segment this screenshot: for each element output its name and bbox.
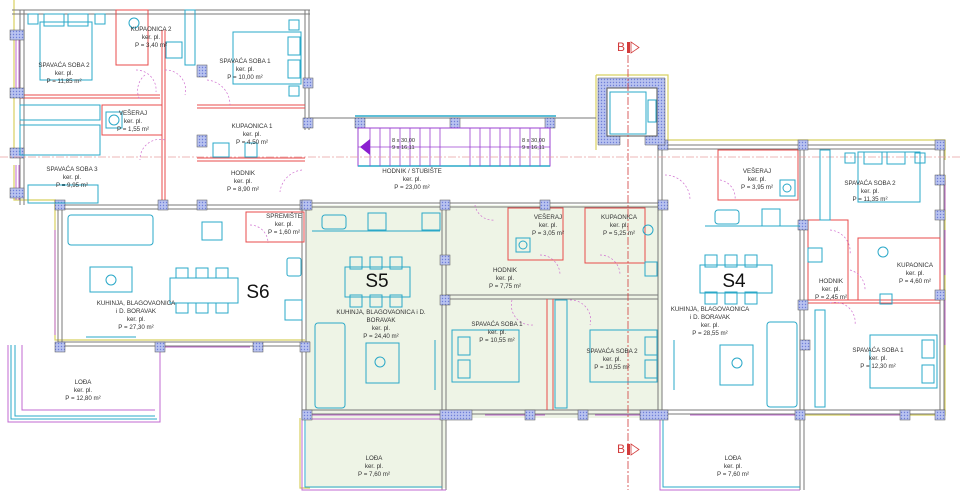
furniture xyxy=(19,9,938,409)
section-marker-top: B xyxy=(617,40,626,54)
interior-partitions xyxy=(20,9,941,410)
staircase xyxy=(355,115,556,167)
section-line-b xyxy=(0,41,960,490)
loggia-railings xyxy=(7,345,800,491)
section-marker-bottom: B xyxy=(617,442,626,456)
bed-icon xyxy=(232,31,302,85)
unit-label-s6: S6 xyxy=(246,282,270,303)
stair-direction-arrow-icon xyxy=(360,139,370,155)
unit-label-s4: S4 xyxy=(722,271,746,292)
door-swings xyxy=(135,69,866,326)
unit-label-s5: S5 xyxy=(365,271,389,292)
s5-loggia-fill xyxy=(306,418,446,488)
bed-icon xyxy=(39,21,93,81)
elevator xyxy=(606,87,658,137)
